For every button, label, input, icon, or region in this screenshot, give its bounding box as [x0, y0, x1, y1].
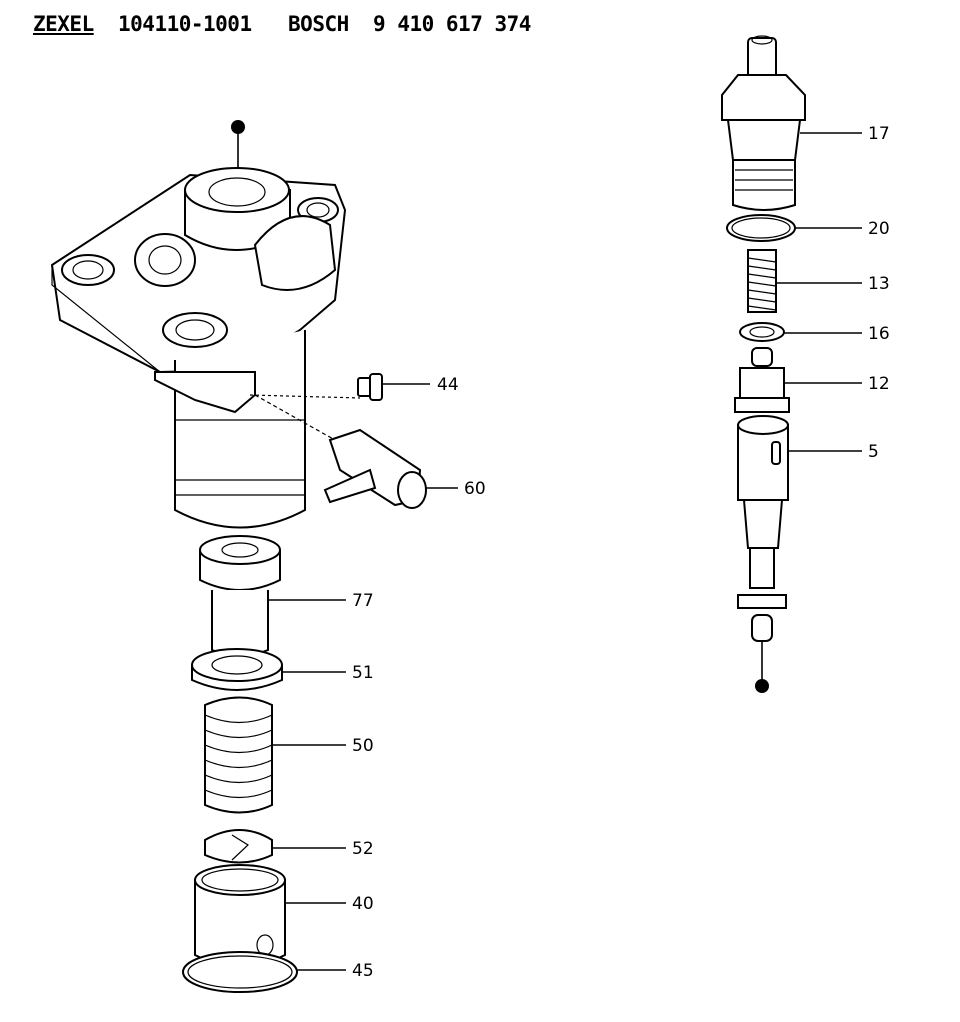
callout-17: 17 — [868, 124, 890, 144]
callout-51: 51 — [352, 663, 374, 683]
control-sleeve-77 — [199, 535, 281, 657]
reference-dot-top — [231, 120, 245, 134]
delivery-valve-12 — [734, 347, 790, 413]
tappet-40 — [194, 864, 286, 968]
lower-spring-seat-52 — [204, 829, 273, 864]
valve-spring-13 — [747, 249, 777, 313]
callout-44: 44 — [437, 375, 459, 395]
callout-13: 13 — [868, 274, 890, 294]
callout-45: 45 — [352, 961, 374, 981]
pin-60 — [254, 394, 427, 509]
header-zexel-part-number: 104110-1001 — [118, 12, 252, 36]
callout-40: 40 — [352, 894, 374, 914]
bolt-44 — [249, 373, 383, 401]
callout-16: 16 — [868, 324, 890, 344]
callout-77: 77 — [352, 591, 374, 611]
callout-50: 50 — [352, 736, 374, 756]
callout-60: 60 — [464, 479, 486, 499]
diagram-header: ZEXEL 104110-1001 BOSCH 9 410 617 374 — [33, 12, 531, 36]
callout-20: 20 — [868, 219, 890, 239]
plunger-spring-50 — [204, 696, 273, 814]
callout-12: 12 — [868, 374, 890, 394]
snap-ring-45 — [182, 951, 298, 993]
reference-dot-bottom — [755, 679, 769, 693]
header-bosch-part-number: 9 410 617 374 — [373, 12, 531, 36]
delivery-valve-holder-17 — [721, 35, 806, 211]
washer-16 — [739, 322, 785, 342]
callout-52: 52 — [352, 839, 374, 859]
callout-5: 5 — [868, 442, 879, 462]
header-brand-bosch: BOSCH — [288, 12, 349, 36]
spring-seat-51 — [191, 648, 283, 691]
plunger-and-barrel-5 — [737, 415, 789, 642]
pump-housing — [50, 167, 347, 529]
header-brand-zexel: ZEXEL — [33, 12, 94, 36]
gasket-20 — [726, 214, 796, 242]
